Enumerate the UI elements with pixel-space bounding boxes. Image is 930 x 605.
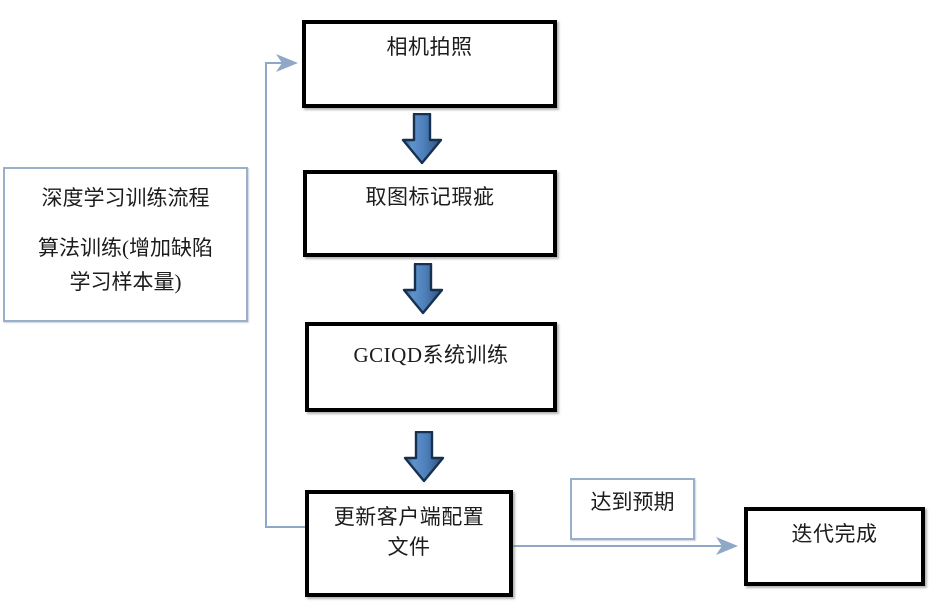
note-training-flow: 深度学习训练流程 算法训练(增加缺陷 学习样本量) [3, 167, 248, 322]
block-arrow-mark-to-train [402, 263, 444, 315]
node-done[interactable]: 迭代完成 [744, 507, 925, 586]
node-mark-label: 取图标记瑕疵 [365, 185, 495, 209]
node-done-label: 迭代完成 [791, 522, 878, 546]
edge-update-to-capture [265, 54, 305, 528]
block-arrow-train-to-update [403, 431, 445, 483]
edge-label-expected-text: 达到预期 [590, 490, 675, 514]
node-update-label: 更新客户端配置 文件 [333, 505, 485, 559]
note-training-flow-line2: 算法训练(增加缺陷 学习样本量) [38, 236, 213, 294]
node-capture-label: 相机拍照 [386, 35, 473, 59]
node-update[interactable]: 更新客户端配置 文件 [305, 490, 513, 597]
node-train[interactable]: GCIQD系统训练 [305, 322, 557, 412]
note-training-flow-line1: 深度学习训练流程 [41, 186, 210, 210]
node-capture[interactable]: 相机拍照 [302, 20, 557, 108]
node-train-label: GCIQD系统训练 [353, 343, 509, 367]
node-mark[interactable]: 取图标记瑕疵 [303, 170, 557, 257]
block-arrow-capture-to-mark [401, 113, 443, 165]
edge-label-expected: 达到预期 [570, 478, 695, 540]
